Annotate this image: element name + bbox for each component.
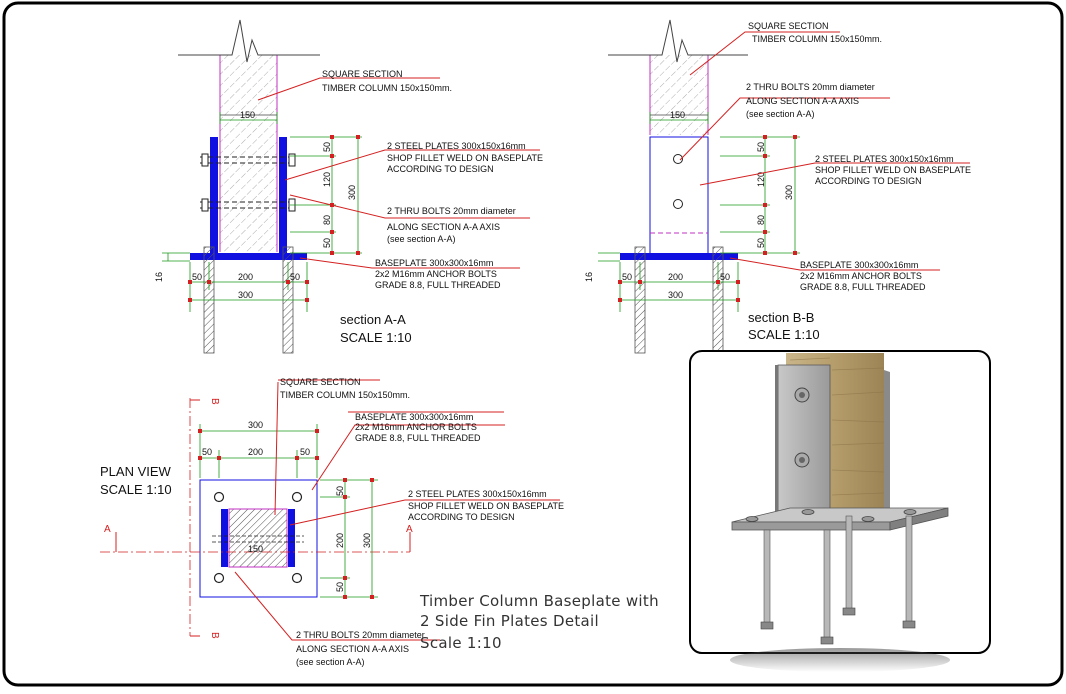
caption-line-2: 2 Side Fin Plates Detail [420,612,599,630]
thru-bolt-head-top [673,154,683,164]
note-bolts-plan-2: ALONG SECTION A-A AXIS [296,644,409,654]
note-bolts-a-3: (see section A-A) [387,234,456,244]
note-bolts-plan-1: 2 THRU BOLTS 20mm diameter [296,630,425,640]
render-inset [689,350,991,672]
note-bolts-a-1: 2 THRU BOLTS 20mm diameter [387,206,516,216]
note-base-a-1: BASEPLATE 300x300x16mm [375,258,493,268]
section-mark-a-left: A [104,524,111,535]
section-mark-a-right: A [406,524,413,535]
dim-h3-b: 50 [720,272,730,282]
note-plates-b-1: 2 STEEL PLATES 300x150x16mm [815,154,954,164]
note-column-b-2: TIMBER COLUMN 150x150mm. [752,34,882,44]
note-base-plan-1: BASEPLATE 300x300x16mm [355,412,473,422]
dim-v4-a: 50 [322,238,332,248]
section-b-title: section B-B [748,310,814,325]
dim-v-total-plan: 300 [362,533,372,548]
section-mark-b-bottom: B [209,632,220,639]
note-column-plan-1: SQUARE SECTION [280,377,361,387]
note-plates-a-2: SHOP FILLET WELD ON BASEPLATE [387,153,543,163]
baseplate-a [190,253,307,260]
dim-h1-b: 50 [622,272,632,282]
timber-column-plan [228,508,288,568]
dim-v-total-a: 300 [347,185,357,200]
plan-view-title: PLAN VIEW [100,464,172,479]
note-base-b-2: 2x2 M16mm ANCHOR BOLTS [800,271,922,281]
section-b-scale: SCALE 1:10 [748,327,820,342]
note-bolts-plan-3: (see section A-A) [296,657,365,667]
dim-col-width-b: 150 [670,110,685,120]
dim-v1-a: 50 [322,142,332,152]
dim-v2-a: 120 [322,172,332,187]
dim-h-total-a: 300 [238,290,253,300]
caption-line-3: Scale 1:10 [420,634,502,652]
caption-line-1: Timber Column Baseplate with [419,592,659,610]
dim-h-total-plan: 300 [248,420,263,430]
section-mark-b-top: B [209,398,220,405]
timber-column-a [178,19,320,252]
dim-h1-plan: 50 [202,447,212,457]
dim-col-width-a: 150 [240,110,255,120]
fin-plate-plan-right [288,509,295,567]
plan-view: A A B B 300 50 200 50 [100,377,564,667]
note-base-a-2: 2x2 M16mm ANCHOR BOLTS [375,269,497,279]
section-a-scale: SCALE 1:10 [340,330,412,345]
dim-h1-a: 50 [192,272,202,282]
dim-v2-b: 120 [756,172,766,187]
thru-bolt-head-bottom [673,199,683,209]
dim-h3-plan: 50 [300,447,310,457]
note-bolts-a-2: ALONG SECTION A-A AXIS [387,222,500,232]
dim-v4-b: 50 [756,238,766,248]
section-a-title: section A-A [340,312,406,327]
note-plates-plan-2: SHOP FILLET WELD ON BASEPLATE [408,501,564,511]
dim-v1-plan: 50 [335,486,345,496]
dim-h3-a: 50 [290,272,300,282]
render-anchor-rods [760,515,916,645]
note-plates-a-3: ACCORDING TO DESIGN [387,164,494,174]
fin-plate-left [210,137,218,254]
note-bolts-b-1: 2 THRU BOLTS 20mm diameter [746,82,875,92]
note-base-a-3: GRADE 8.8, FULL THREADED [375,280,501,290]
baseplate-b [620,253,738,260]
note-column-plan-2: TIMBER COLUMN 150x150mm. [280,390,410,400]
dim-v3-plan: 50 [335,582,345,592]
dim-h2-a: 200 [238,272,253,282]
dim-v3-a: 80 [322,215,332,225]
fin-plate-right [279,137,287,254]
plan-view-scale: SCALE 1:10 [100,482,172,497]
note-column-b-1: SQUARE SECTION [748,21,829,31]
fin-plate-plan-left [221,509,228,567]
dim-v1-b: 50 [756,142,766,152]
dim-col-width-plan: 150 [248,544,263,554]
note-base-plan-2: 2x2 M16mm ANCHOR BOLTS [355,422,477,432]
dim-h2-b: 200 [668,272,683,282]
dim-h2-plan: 200 [248,447,263,457]
note-plates-plan-3: ACCORDING TO DESIGN [408,512,515,522]
note-column-a-1: SQUARE SECTION [322,69,403,79]
dim-thickness-b: 16 [584,272,594,282]
note-bolts-b-3: (see section A-A) [746,109,815,119]
note-plates-plan-1: 2 STEEL PLATES 300x150x16mm [408,489,547,499]
note-base-b-3: GRADE 8.8, FULL THREADED [800,282,926,292]
note-plates-a-1: 2 STEEL PLATES 300x150x16mm [387,141,526,151]
dim-v3-b: 80 [756,215,766,225]
dim-v2-plan: 200 [335,533,345,548]
note-base-b-1: BASEPLATE 300x300x16mm [800,260,918,270]
anchor-bolts-plan [213,491,303,584]
dim-v-total-b: 300 [784,185,794,200]
note-column-a-2: TIMBER COLUMN 150x150mm. [322,83,452,93]
note-bolts-b-2: ALONG SECTION A-A AXIS [746,96,859,106]
dim-thickness-a: 16 [154,272,164,282]
note-plates-b-3: ACCORDING TO DESIGN [815,176,922,186]
section-a-a: 150 50 120 80 50 300 16 50 200 50 300 SQ… [154,19,543,354]
note-base-plan-3: GRADE 8.8, FULL THREADED [355,433,481,443]
note-plates-b-2: SHOP FILLET WELD ON BASEPLATE [815,165,971,175]
section-b-b: 150 50 120 80 50 300 16 50 200 50 300 SQ… [584,19,971,354]
dim-h-total-b: 300 [668,290,683,300]
